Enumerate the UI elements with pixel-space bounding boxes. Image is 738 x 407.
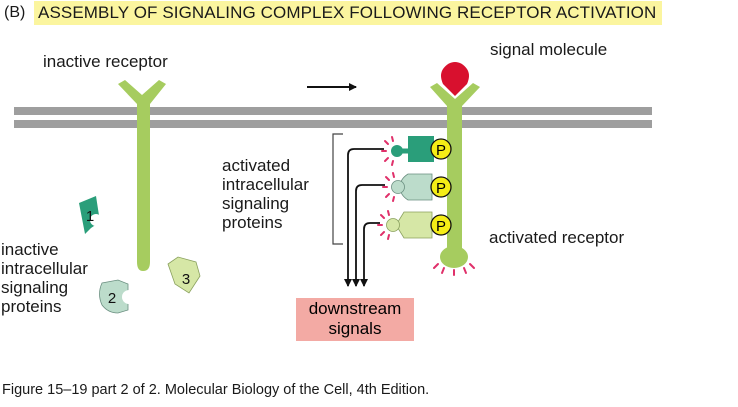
signal-molecule-label: signal molecule — [490, 40, 608, 59]
inactive-proteins-label: inactive intracellular signaling protein… — [1, 240, 88, 316]
activated-receptor — [430, 83, 480, 262]
inactive-protein-3: 3 — [167, 256, 201, 294]
panel-letter: (B) — [4, 4, 26, 21]
activation-ticks — [377, 136, 475, 276]
downstream-signals-box: downstream signals — [296, 298, 414, 341]
activated-proteins-label: activated intracellular signaling protei… — [222, 156, 309, 232]
activated-proteins-line-2: intracellular — [222, 175, 309, 194]
activated-receptor-end — [440, 246, 468, 268]
inactive-receptor-label: inactive receptor — [43, 52, 168, 71]
phosphate-2: P — [430, 176, 452, 198]
activated-proteins-line-4: proteins — [222, 213, 283, 232]
activated-protein-1-domain — [391, 145, 403, 157]
activated-proteins-line-3: signaling — [222, 194, 290, 213]
inactive-protein-2: 2 — [99, 279, 136, 314]
downstream-signals-line-2: signals — [328, 319, 382, 338]
downstream-arrows — [344, 148, 385, 287]
panel-title: ASSEMBLY OF SIGNALING COMPLEX FOLLOWING … — [34, 1, 663, 25]
phosphate-3-label: P — [436, 218, 446, 235]
protein-1-number: 1 — [86, 208, 94, 225]
activated-protein-2-domain — [391, 180, 405, 194]
membrane-outer-leaflet — [14, 107, 652, 115]
phosphate-3: P — [430, 214, 452, 236]
activated-protein-3-domain — [386, 218, 400, 232]
membrane-inner-leaflet — [14, 120, 652, 128]
activated-protein-3 — [395, 211, 433, 239]
inactive-proteins-line-1: inactive — [1, 240, 59, 259]
protein-3-number: 3 — [182, 271, 190, 288]
inactive-proteins-line-4: proteins — [1, 297, 62, 316]
phosphate-1: P — [430, 138, 452, 160]
activated-receptor-label: activated receptor — [489, 228, 625, 247]
activated-proteins-line-1: activated — [222, 156, 291, 175]
activated-proteins-bracket — [332, 133, 343, 245]
protein-2-number: 2 — [108, 290, 116, 307]
activated-protein-1 — [408, 136, 434, 162]
downstream-signals-line-1: downstream — [308, 299, 402, 318]
signal-molecule-icon — [441, 62, 469, 96]
phosphate-1-label: P — [436, 142, 446, 159]
figure-caption: Figure 15–19 part 2 of 2. Molecular Biol… — [2, 382, 430, 398]
inactive-proteins-line-2: intracellular — [1, 259, 88, 278]
inactive-receptor — [118, 80, 166, 271]
inactive-proteins-line-3: signaling — [1, 278, 69, 297]
phosphate-2-label: P — [436, 180, 446, 197]
inactive-protein-1: 1 — [79, 196, 102, 234]
